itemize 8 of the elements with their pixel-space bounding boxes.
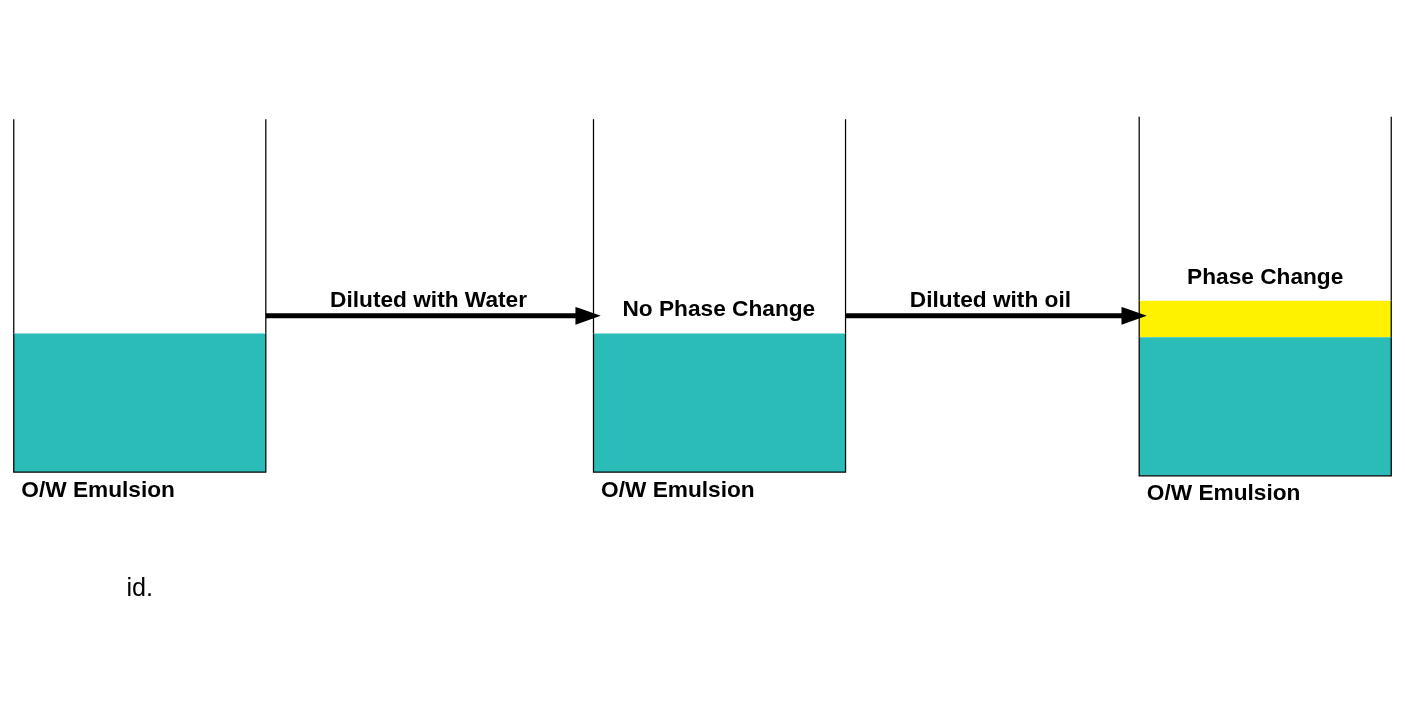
node-label: O/W Emulsion [21,475,175,502]
node-label: O/W Emulsion [1146,479,1301,506]
label: id. [126,572,154,601]
arrow [265,306,601,325]
node-label: O/W Emulsion [601,475,755,502]
edge-label: Diluted with oil [909,286,1072,313]
arrow [845,306,1147,325]
edge-label: Diluted with Water [330,286,528,313]
